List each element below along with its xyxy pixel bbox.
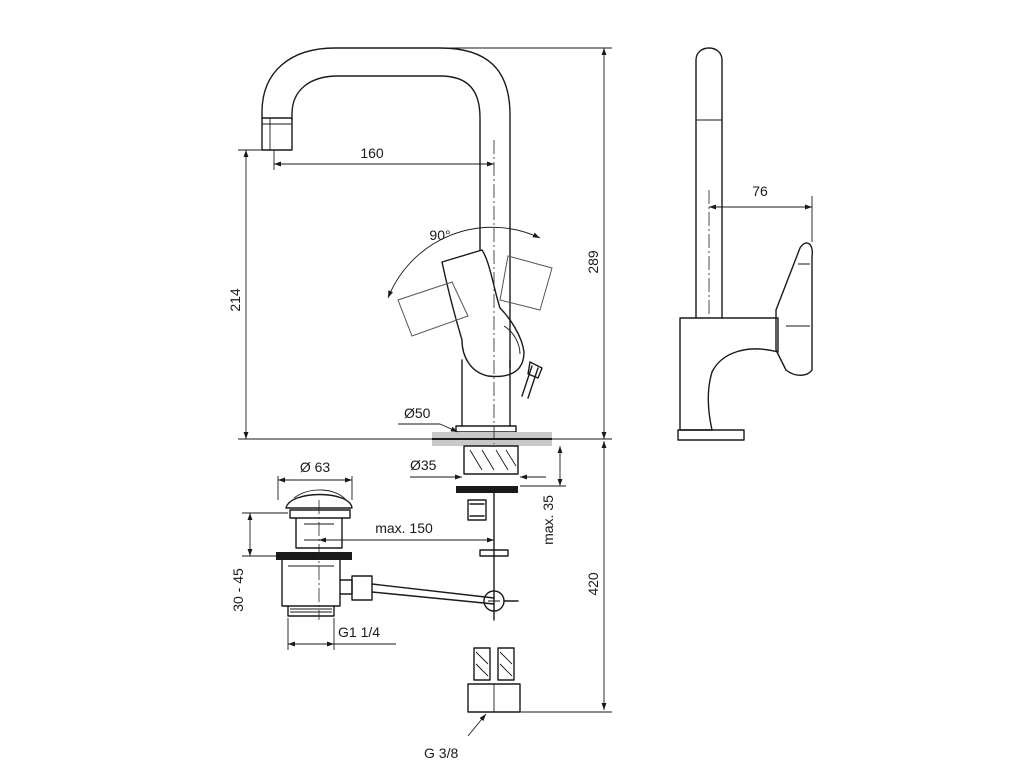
total-height-label: 289 bbox=[585, 250, 601, 274]
waste-diameter-label: Ø 63 bbox=[300, 459, 331, 475]
hole-diameter-label: Ø35 bbox=[410, 457, 437, 473]
waste-height-label: 30 - 45 bbox=[230, 568, 246, 612]
spout-inner bbox=[291, 75, 481, 251]
reach-label: 160 bbox=[360, 145, 384, 161]
base-diameter-label: Ø50 bbox=[404, 405, 431, 421]
lever-ghost-right bbox=[499, 255, 553, 311]
fixing-nut bbox=[467, 499, 487, 521]
spout-height-label: 214 bbox=[227, 288, 243, 312]
waste-thread-label: G1 1/4 bbox=[338, 624, 380, 640]
rod-length-label: max. 150 bbox=[375, 520, 433, 536]
dimension-lines: 160 214 289 90° 76 Ø50 Ø35 max. 35 bbox=[227, 47, 813, 761]
hose-length-label: 420 bbox=[585, 572, 601, 596]
connection-thread-label: G 3/8 bbox=[424, 745, 458, 761]
supply-hoses bbox=[467, 647, 521, 713]
max-thickness-label: max. 35 bbox=[540, 495, 556, 545]
pop-up-waste bbox=[276, 489, 519, 617]
pop-up-knob bbox=[521, 361, 543, 399]
fixing-plate bbox=[456, 486, 518, 493]
spout-tip bbox=[261, 117, 293, 151]
lever-angle-label: 90° bbox=[429, 227, 450, 243]
faucet-side-view bbox=[677, 47, 814, 441]
lever-handle bbox=[441, 249, 525, 378]
spout-outer bbox=[261, 47, 511, 369]
lever-ghost-left bbox=[397, 281, 469, 337]
side-reach-label: 76 bbox=[752, 183, 768, 199]
